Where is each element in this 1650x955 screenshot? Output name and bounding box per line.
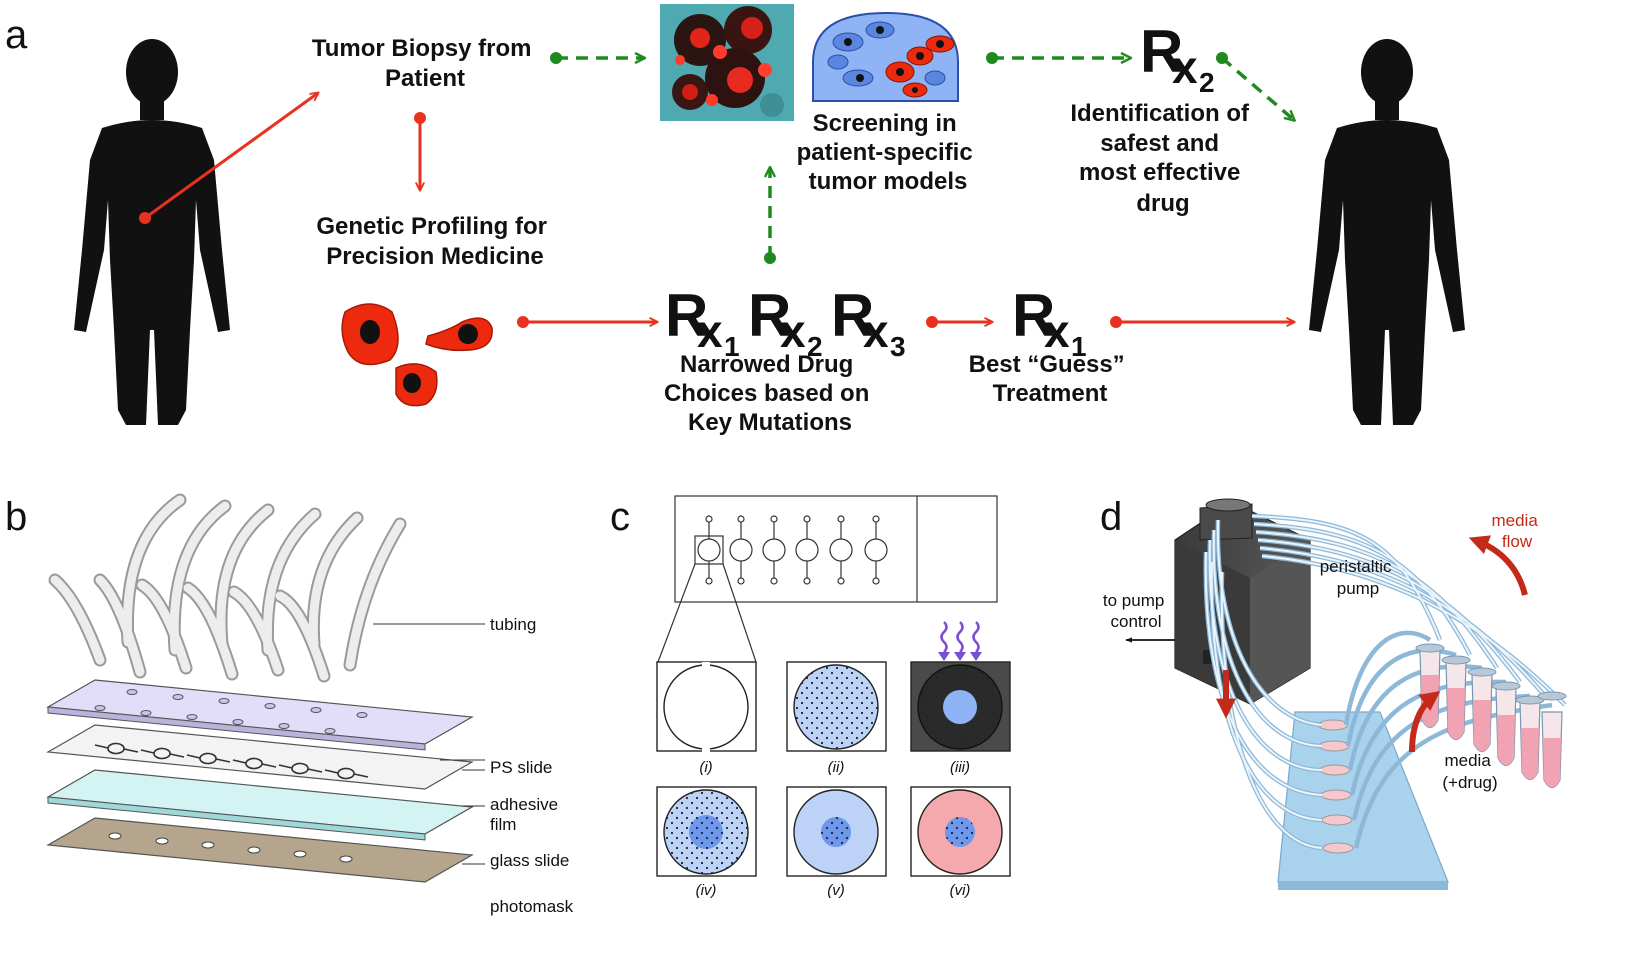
label-adhesive-film: adhesive film — [490, 795, 563, 834]
svg-text:x: x — [780, 305, 806, 357]
arrow-biopsy-to-profiling — [414, 112, 426, 190]
pump-control-label: to pump control — [1103, 591, 1169, 631]
svg-text:R: R — [1140, 18, 1183, 85]
stage-iii-photopatterning — [910, 621, 1011, 752]
stage-i-empty-well — [656, 661, 757, 752]
stage-vi-label: (vi) — [950, 882, 971, 899]
chip-overview — [657, 495, 998, 663]
arrow-screening-to-rx2 — [986, 52, 1130, 64]
svg-text:1: 1 — [1071, 331, 1087, 362]
pump-label: peristaltic pump — [1320, 557, 1397, 598]
media-drug-label: media (+drug) — [1442, 751, 1497, 792]
svg-text:R: R — [1012, 282, 1055, 349]
microfluidic-chip — [1277, 711, 1449, 890]
patient-silhouette-right — [1309, 39, 1465, 425]
media-tubes — [1415, 643, 1567, 789]
stage-i-label: (i) — [699, 759, 712, 776]
svg-text:2: 2 — [1199, 67, 1215, 98]
identification-label: Identification of safest and most effect… — [1070, 100, 1255, 217]
photomask-layer — [46, 817, 474, 883]
tumor-cells — [341, 303, 493, 407]
adhesive-film-layer — [46, 724, 474, 790]
svg-text:1: 1 — [724, 331, 740, 362]
rx-best-guess: R x 1 — [1012, 282, 1087, 362]
svg-text:R: R — [665, 282, 708, 349]
best-guess-label: Best “Guess” Treatment — [969, 351, 1132, 407]
rx-top-selected: R x 2 — [1140, 18, 1215, 98]
svg-text:x: x — [1044, 305, 1070, 357]
arrow-rx2-to-patient — [1216, 52, 1294, 120]
profiling-label: Genetic Profiling for Precision Medicine — [316, 213, 553, 270]
arrow-cells-to-choices — [517, 316, 657, 328]
panel-b-labels — [373, 623, 485, 865]
svg-text:x: x — [697, 305, 723, 357]
biopsy-label: Tumor Biopsy from Patient — [312, 35, 538, 92]
tumor-model-dome — [812, 11, 959, 102]
glass-slide-layer — [46, 769, 474, 841]
tumor-microscopy-image — [660, 4, 794, 121]
stage-ii-seeded-well — [786, 661, 887, 752]
screening-label: Screening in patient-specific tumor mode… — [797, 110, 980, 195]
arrow-choices-to-best — [926, 316, 992, 328]
svg-text:R: R — [748, 282, 791, 349]
narrowed-label: Narrowed Drug Choices based on Key Mutat… — [664, 351, 876, 436]
stage-iv-patterned-core — [656, 786, 757, 877]
arrow-choices-to-screening — [764, 168, 776, 264]
arrow-biopsy-to-screening — [550, 52, 644, 64]
arrow-best-to-patient — [1110, 316, 1294, 328]
stage-ii-label: (ii) — [828, 759, 845, 776]
media-flow-arrows — [1216, 535, 1528, 753]
label-photomask: photomask — [490, 897, 574, 916]
rx-choices: R x 1 R x 2 R x 3 — [665, 282, 906, 362]
peristaltic-pump — [1174, 498, 1311, 705]
svg-text:2: 2 — [807, 331, 823, 362]
tubing-array — [48, 493, 407, 683]
stage-vi-media-perfused — [910, 786, 1011, 877]
svg-text:x: x — [1172, 41, 1198, 93]
media-flow-label: media flow — [1491, 511, 1542, 551]
label-tubing: tubing — [490, 615, 536, 634]
panel-c-letter: c — [610, 495, 630, 539]
svg-text:3: 3 — [890, 331, 906, 362]
stage-v-washed-core — [786, 786, 887, 877]
arrow-patient-to-biopsy — [139, 93, 318, 224]
stage-iii-label: (iii) — [950, 759, 970, 776]
label-glass-slide: glass slide — [490, 851, 569, 870]
svg-text:x: x — [863, 305, 889, 357]
panel-a-letter: a — [5, 13, 28, 57]
ps-slide-layer — [46, 679, 474, 751]
patient-silhouette-left — [74, 39, 230, 425]
panel-b-letter: b — [5, 495, 27, 539]
stage-v-label: (v) — [827, 882, 845, 899]
label-ps-slide: PS slide — [490, 758, 552, 777]
panel-d-letter: d — [1100, 495, 1122, 539]
stage-iv-label: (iv) — [696, 882, 717, 899]
svg-text:R: R — [831, 282, 874, 349]
